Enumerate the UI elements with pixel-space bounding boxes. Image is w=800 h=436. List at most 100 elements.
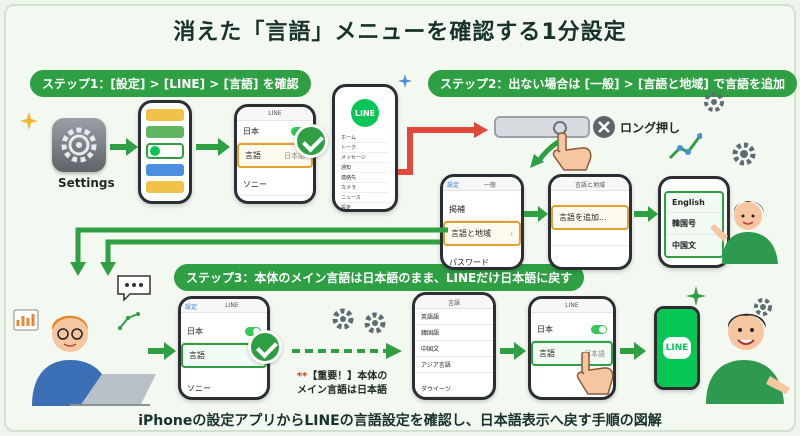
row-language[interactable]: 言語 日本語 [531,341,613,366]
phone-language-region: 言語と地域 言語を追加... [548,174,632,270]
man-holding-phone-illustration [706,313,790,404]
phone-general: 設定 一般 掲補 言語と地域 › パスワード [440,174,524,270]
gear-icon [732,142,756,166]
network-icon [118,312,140,330]
line-menu-item[interactable]: ホーム [341,133,389,143]
app-row [146,164,184,176]
arrow-right-icon [524,206,548,222]
line-logo-icon: LINE [351,99,379,127]
app-row [146,109,184,121]
header-title: LINE [225,302,239,309]
row-value: 日本語 [584,349,605,358]
woman-illustration [710,201,778,264]
checkmark-icon [248,330,282,364]
gear-icon [332,308,354,330]
app-row [146,126,184,138]
toggle-switch[interactable] [591,325,607,334]
line-menu-item[interactable]: 連絡先 [341,173,389,183]
footer-caption: iPhoneの設定アプリからLINEの言語設定を確認し、日本語表示へ戻す手順の図… [138,413,662,429]
phone-header: LINE [237,107,313,121]
language-option[interactable]: 韓国号 [666,213,722,235]
row-language-region[interactable]: 言語と地域 › [443,221,521,246]
row-sony: ソニー [181,378,267,397]
warning-stars: ** [296,371,308,382]
app-row [146,181,184,193]
phone-header: 設定 一般 [443,177,521,191]
row-sony: ソニー [237,174,313,196]
arrow-return-icon [70,227,448,276]
close-icon[interactable] [592,115,616,139]
row-japanese: 日本 [531,319,613,341]
line-menu-item[interactable]: ニュース [341,193,389,203]
hand-pointer-icon [576,352,614,395]
row-label: ソニー [243,180,267,189]
language-row[interactable]: 韓国語 [415,325,493,341]
row-password: パスワード [443,252,521,267]
page-title: 消えた「言語」メニューを確認する1分設定 [173,20,627,45]
line-menu-item[interactable]: トーク [341,143,389,153]
gear-icon [754,298,772,316]
back-link[interactable]: 設定 [185,304,198,311]
sparkle-icon [398,74,412,88]
arrow-right-icon [620,342,646,360]
man-at-laptop-illustration [13,309,156,406]
line-app-row[interactable] [146,143,184,159]
line-menu-item[interactable]: カメラ [341,183,389,193]
phone-step3-result: LINE 日本 言語 日本語 [528,296,616,400]
header-title: 一般 [484,182,497,189]
line-menu-item[interactable]: 設定 [341,203,389,209]
warning-line2: メイン言語は日本語 [297,385,387,396]
phone-header: LINE [531,299,613,313]
warning-line1: 【重要！】本体の [307,371,388,382]
language-row[interactable]: 英語語 [415,309,493,325]
language-row[interactable]: 日本語 [415,397,493,400]
arrow-right-icon [196,138,230,156]
settings-app-icon [52,118,106,172]
arrow-right-icon [634,206,658,222]
line-menu-item[interactable]: 通知 [341,163,389,173]
row-empty [551,230,629,246]
language-option[interactable]: 中国文 [672,241,696,250]
arrow-right-icon [148,342,176,360]
chevron-right-icon: › [510,229,513,238]
language-row[interactable]: ダウイーツ [415,381,493,397]
settings-icon-label: Settings [58,176,115,190]
line-logo-icon: LINE [662,337,692,359]
language-row[interactable]: 中国文 [415,341,493,357]
language-rows: 英語語韓国語中国文アジア言語ダウイーツ日本語日本本語 [415,309,493,400]
row-general-1: 掲補 [443,199,521,221]
long-press-label: ロング押し [620,121,681,135]
arrow-right-icon [500,342,526,360]
arrow-dashed-icon [292,343,402,359]
hand-pointer-icon [552,132,592,171]
row-value: 日本語 [284,151,305,160]
row-label: 日本 [537,325,553,334]
step1-label: ステップ1：[設定] > [LINE] > [言語] を確認 [30,70,311,97]
gear-icon [364,312,386,334]
row-label: 言語を追加... [559,213,607,222]
search-bar[interactable] [494,116,590,138]
sparkle-icon [20,112,38,130]
checkmark-icon [294,124,328,158]
phone-header: 言語と地域 [551,177,629,191]
step2-label: ステップ2：出ない場合は [一般] > [言語と地域] で言語を追加 [428,70,798,97]
gear-icon [61,127,97,163]
back-link[interactable]: 設定 [447,182,460,189]
phone-header: 言語 [415,295,493,309]
line-logo-icon [150,146,160,156]
add-language-button[interactable]: 言語を追加... [551,205,629,230]
phone-header: 設定 LINE [181,299,267,313]
line-app-menu: ホームトークメッセージ通知連絡先カメラニュース設定 [335,127,395,209]
growth-chart-icon [668,133,702,160]
row-label: 言語と地域 [451,229,491,238]
language-row[interactable]: アジア言語 [415,357,493,373]
gear-icon [704,92,724,112]
phone-settings-list [138,100,192,204]
row-label: 言語 [189,351,205,360]
important-note: **【重要！】本体の メイン言語は日本語 [282,370,402,398]
sparkle-icon [686,286,706,306]
row-label: 言語 [245,151,261,160]
arrow-red-icon [398,122,488,175]
line-menu-item[interactable]: メッセージ [341,153,389,163]
language-option[interactable]: English [666,193,722,213]
